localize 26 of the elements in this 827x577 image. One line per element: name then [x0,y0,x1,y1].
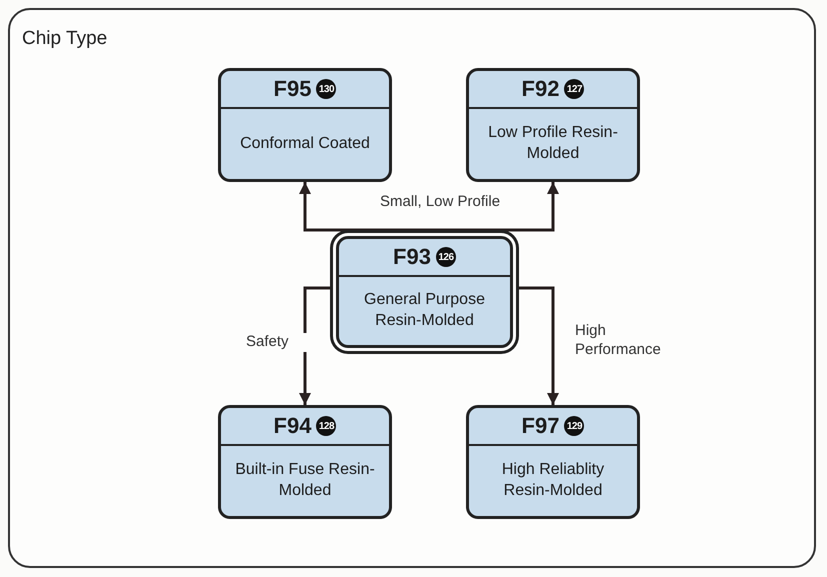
series-code: F97 [522,413,560,439]
edge-label: Safety [244,333,308,352]
connector-arrow [423,182,559,233]
component-description: High Reliablity Resin-Molded [500,460,606,501]
component-box [218,68,392,182]
page-number-badge: 127 [564,79,584,99]
connector-arrow [299,182,426,233]
component-description: Built-in Fuse Resin-Molded [234,460,376,501]
component-description: General Purpose Resin-Molded [363,290,486,331]
series-code: F95 [274,76,312,102]
group-panel [8,8,816,568]
component-box [466,405,640,519]
connector-arrow [299,286,333,405]
component-box [466,68,640,182]
page-number-badge: 130 [316,79,336,99]
page-number-badge: 128 [316,416,336,436]
component-description: Low Profile Resin-Molded [487,123,619,164]
panel-title: Chip Type [22,28,108,50]
page-number-badge: 126 [436,247,456,267]
component-box [218,405,392,519]
series-code: F93 [393,244,431,270]
component-description: Conformal Coated [240,134,370,154]
series-code: F92 [522,76,560,102]
page-number-badge: 129 [564,416,584,436]
connector-arrow [516,286,559,405]
series-code: F94 [274,413,312,439]
